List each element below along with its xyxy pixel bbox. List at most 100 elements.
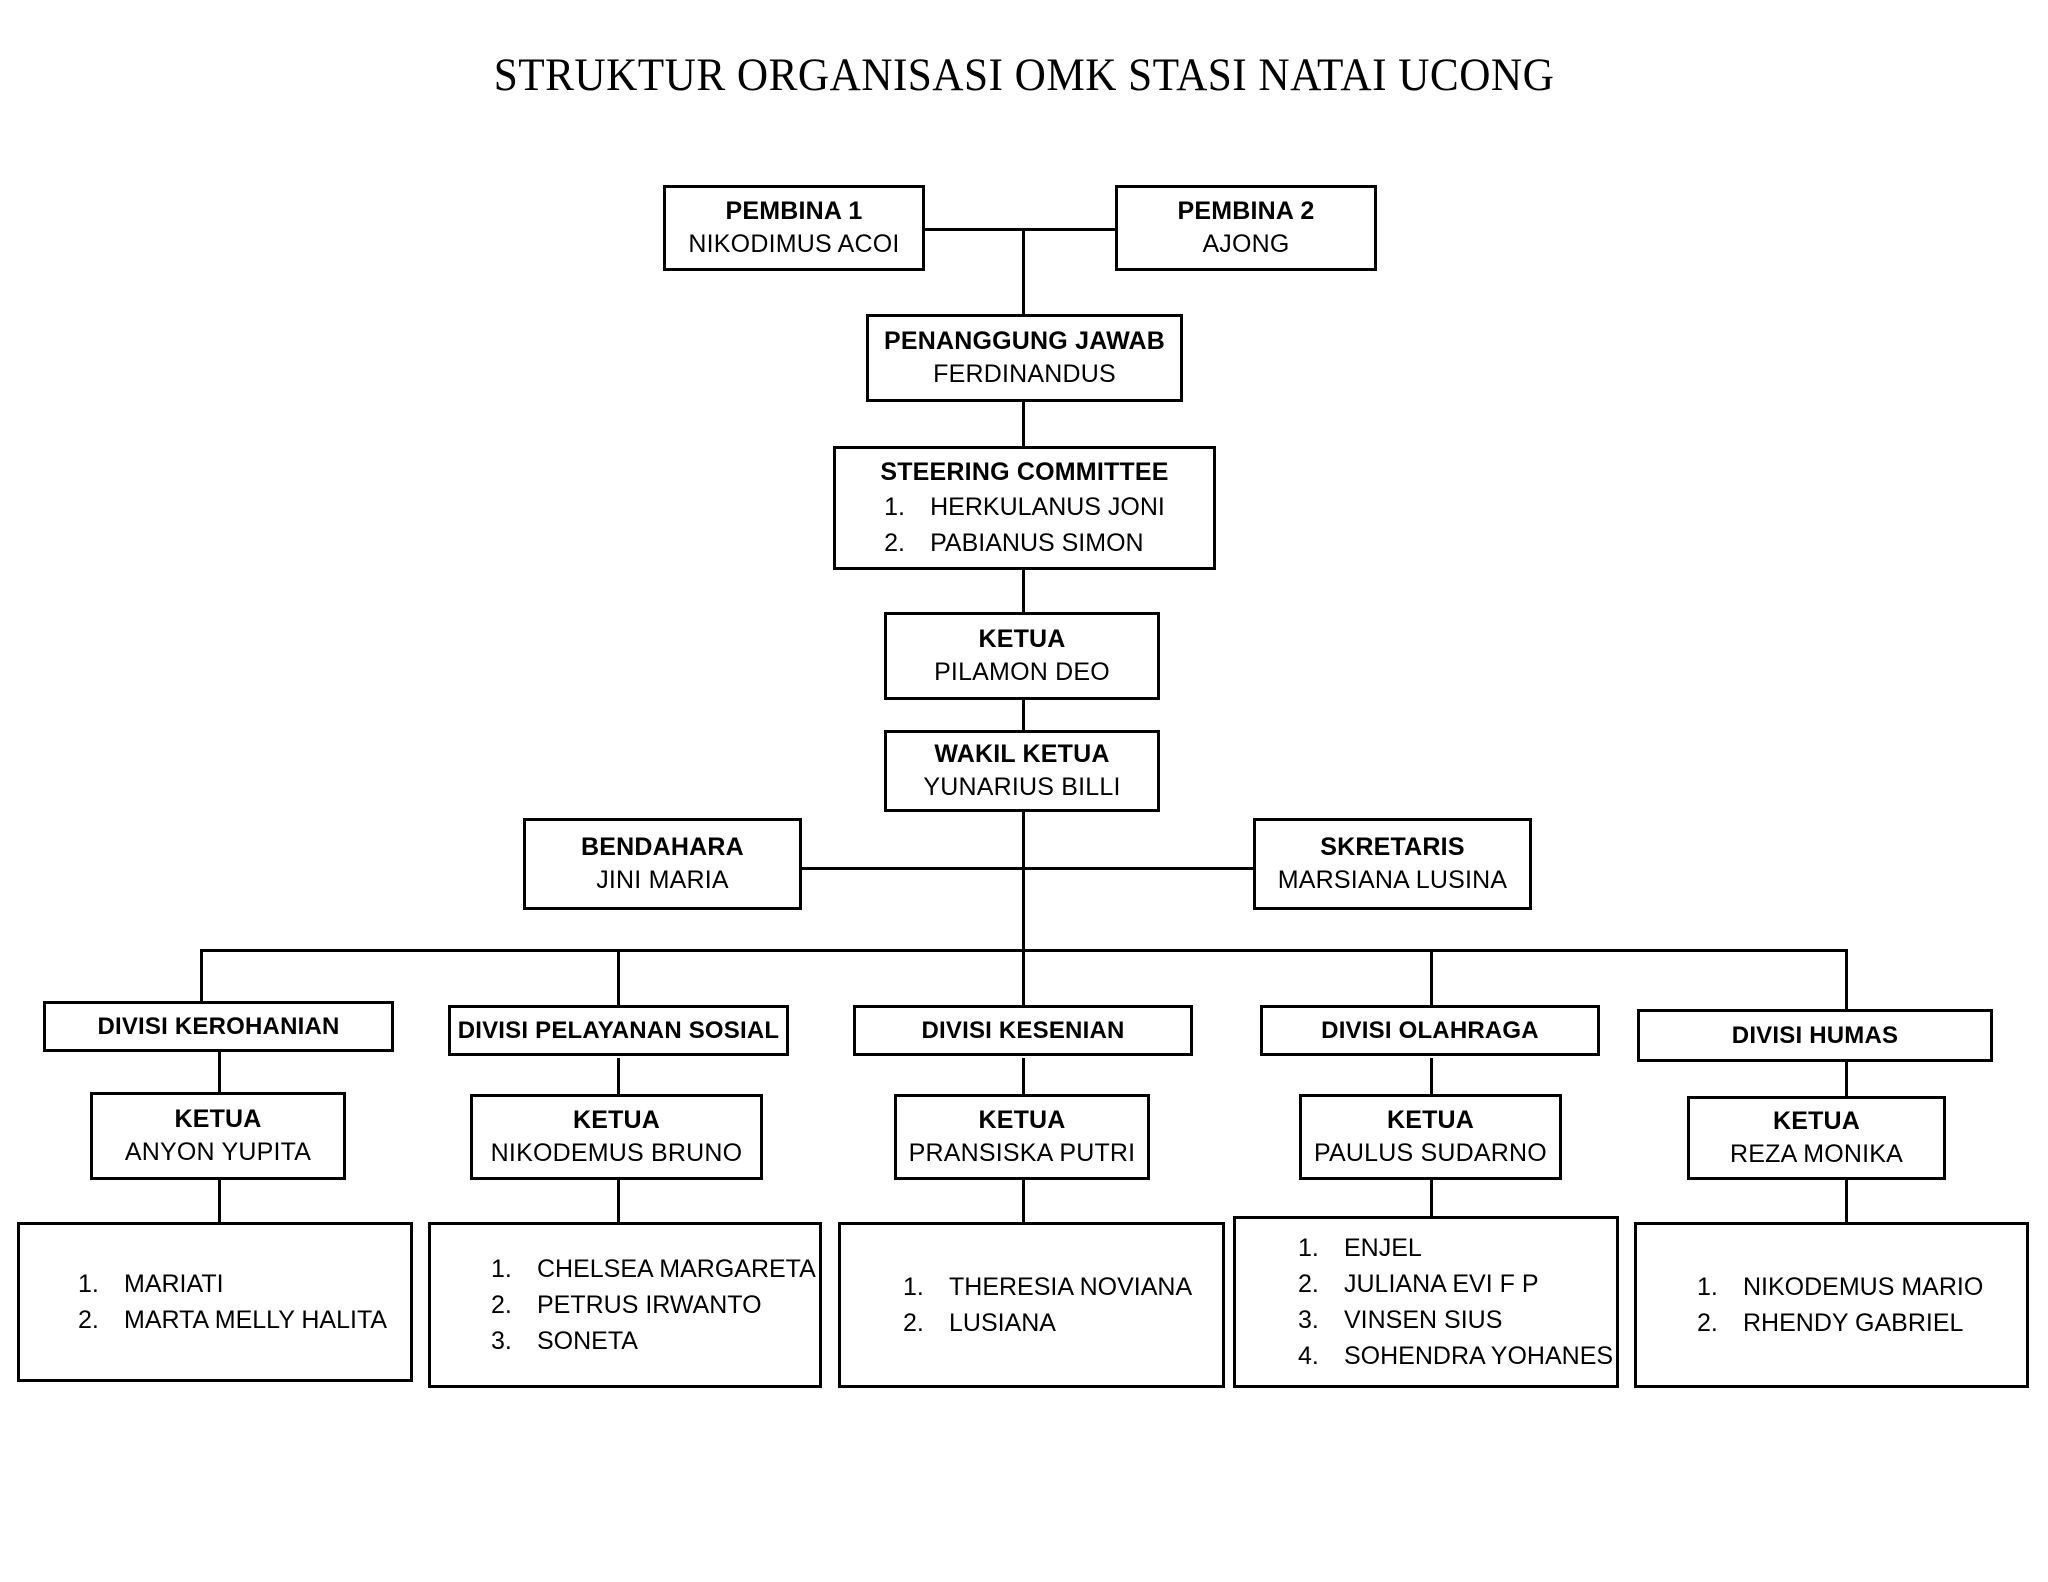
pembina-2-role: PEMBINA 2 — [1177, 197, 1315, 225]
node-pembina-1[interactable]: PEMBINA 1 NIKODIMUS ACOI — [663, 185, 925, 271]
pembina-2-name: AJONG — [1202, 230, 1290, 258]
list-item-name: PETRUS IRWANTO — [537, 1291, 762, 1319]
connector-ketua3-to-members — [1022, 1180, 1025, 1222]
list-item: 3.VINSEN SIUS — [1298, 1302, 1616, 1338]
node-ketua-olahraga[interactable]: KETUA PAULUS SUDARNO — [1299, 1094, 1562, 1180]
list-item-name: CHELSEA MARGARETA — [537, 1255, 816, 1283]
division-kerohanian-label: DIVISI KEROHANIAN — [97, 1012, 340, 1040]
bendahara-name: JINI MARIA — [596, 866, 729, 894]
division-kesenian-label: DIVISI KESENIAN — [921, 1016, 1125, 1044]
node-ketua[interactable]: KETUA PILAMON DEO — [884, 612, 1160, 700]
ketua-pelayanan-sosial-name: NIKODEMUS BRUNO — [490, 1139, 743, 1167]
connector-pembina-to-penanggung — [1022, 228, 1025, 316]
list-item: 2. PETRUS IRWANTO — [491, 1287, 819, 1323]
node-division-humas[interactable]: DIVISI HUMAS — [1637, 1009, 1993, 1062]
list-item-name: LUSIANA — [949, 1309, 1056, 1337]
page-title: STRUKTUR ORGANISASI OMK STASI NATAI UCON… — [493, 49, 1555, 101]
node-skretaris[interactable]: SKRETARIS MARSIANA LUSINA — [1253, 818, 1532, 910]
node-members-kesenian[interactable]: 1.THERESIA NOVIANA 2. LUSIANA — [838, 1222, 1225, 1388]
connector-ketua2-to-members — [617, 1180, 620, 1222]
skretaris-name: MARSIANA LUSINA — [1277, 866, 1508, 894]
list-item-number: 4. — [1298, 1342, 1319, 1370]
connector-bus-to-div-5 — [1845, 949, 1848, 1009]
list-item-number: 1. — [1697, 1273, 1718, 1301]
list-item-name: MARIATI — [124, 1270, 224, 1298]
node-pembina-2[interactable]: PEMBINA 2 AJONG — [1115, 185, 1377, 271]
members-kesenian-list: 1.THERESIA NOVIANA 2. LUSIANA — [903, 1269, 1222, 1341]
ketua-pelayanan-sosial-role: KETUA — [572, 1106, 661, 1134]
connector-div2-to-ketua — [617, 1058, 620, 1094]
ketua-kesenian-role: KETUA — [978, 1106, 1066, 1134]
list-item-name: RHENDY GABRIEL — [1743, 1309, 1964, 1337]
node-ketua-kerohanian[interactable]: KETUA ANYON YUPITA — [90, 1092, 346, 1180]
list-item-number: 2. — [1298, 1270, 1319, 1298]
penanggung-jawab-name: FERDINANDUS — [933, 360, 1116, 388]
connector-ketua4-to-members — [1430, 1180, 1433, 1216]
connector-bendahara-skretaris — [800, 867, 1255, 870]
node-ketua-humas[interactable]: KETUA REZA MONIKA — [1687, 1096, 1946, 1180]
node-members-humas[interactable]: 1. NIKODEMUS MARIO 2. RHENDY GABRIEL — [1634, 1222, 2029, 1388]
list-item: 2. RHENDY GABRIEL — [1697, 1305, 2026, 1341]
list-item-name: SONETA — [537, 1327, 638, 1355]
node-division-kerohanian[interactable]: DIVISI KEROHANIAN — [43, 1001, 394, 1052]
node-division-kesenian[interactable]: DIVISI KESENIAN — [853, 1005, 1193, 1056]
list-item-number: 3. — [491, 1327, 512, 1355]
skretaris-role: SKRETARIS — [1320, 833, 1465, 861]
connector-ketua5-to-members — [1845, 1180, 1848, 1222]
node-ketua-pelayanan-sosial[interactable]: KETUA NIKODEMUS BRUNO — [470, 1094, 763, 1180]
connector-div3-to-ketua — [1022, 1058, 1025, 1094]
members-olahraga-list: 1. ENJEL 2. JULIANA EVI F P 3.VINSEN SIUS 4. S… — [1298, 1230, 1616, 1374]
ketua-humas-role: KETUA — [1772, 1107, 1861, 1135]
list-item-number: 1. — [1298, 1234, 1319, 1262]
list-item-number: 2. — [491, 1291, 512, 1319]
list-item-number: 2. — [78, 1306, 99, 1334]
connector-ketua1-to-members — [218, 1180, 221, 1222]
list-item-name: VINSEN SIUS — [1344, 1306, 1503, 1334]
list-item-number: 1. — [78, 1270, 99, 1298]
wakil-ketua-role: WAKIL KETUA — [934, 740, 1110, 768]
list-item-number: 1. — [884, 492, 905, 521]
list-item-name: ENJEL — [1344, 1234, 1422, 1262]
list-item-name: JULIANA EVI F P — [1344, 1270, 1539, 1298]
list-item-name: MARTA MELLY HALITA — [124, 1306, 388, 1334]
list-item: 2. MARTA MELLY HALITA — [78, 1302, 410, 1338]
pembina-1-role: PEMBINA 1 — [725, 197, 863, 225]
ketua-kerohanian-role: KETUA — [174, 1105, 262, 1133]
list-item: 4. SOHENDRA YOHANES — [1298, 1338, 1616, 1374]
list-item: 1. MARIATI — [78, 1266, 410, 1302]
list-item: 1. ENJEL — [1298, 1230, 1616, 1266]
connector-bus-to-div-2 — [617, 949, 620, 1005]
node-bendahara[interactable]: BENDAHARA JINI MARIA — [523, 818, 802, 910]
connector-penanggung-to-steering — [1022, 400, 1025, 446]
list-item-name: NIKODEMUS MARIO — [1743, 1273, 1984, 1301]
connector-ketua-to-wakil — [1022, 700, 1025, 732]
node-ketua-kesenian[interactable]: KETUA PRANSISKA PUTRI — [894, 1094, 1150, 1180]
list-item: 2. LUSIANA — [903, 1305, 1222, 1341]
connector-pembina-horizontal — [920, 228, 1115, 231]
list-item-number: 1. — [903, 1273, 924, 1301]
list-item: 1.THERESIA NOVIANA — [903, 1269, 1222, 1305]
list-item: 1.HERKULANUS JONI — [884, 489, 1165, 525]
node-members-olahraga[interactable]: 1. ENJEL 2. JULIANA EVI F P 3.VINSEN SIUS 4. S… — [1233, 1216, 1619, 1388]
list-item: 1. NIKODEMUS MARIO — [1697, 1269, 2026, 1305]
connector-bus-to-div-3 — [1022, 949, 1025, 1005]
connector-bus-to-div-4 — [1430, 949, 1433, 1005]
members-humas-list: 1. NIKODEMUS MARIO 2. RHENDY GABRIEL — [1697, 1269, 2026, 1341]
connector-spine-main — [1022, 812, 1025, 952]
ketua-name: PILAMON DEO — [934, 658, 1110, 686]
node-members-kerohanian[interactable]: 1. MARIATI 2. MARTA MELLY HALITA — [17, 1222, 413, 1382]
list-item-number: 2. — [1697, 1309, 1718, 1337]
steering-committee-role: STEERING COMMITTEE — [880, 457, 1169, 486]
node-division-olahraga[interactable]: DIVISI OLAHRAGA — [1260, 1005, 1600, 1056]
node-wakil-ketua[interactable]: WAKIL KETUA YUNARIUS BILLI — [884, 730, 1160, 812]
list-item-name: SOHENDRA YOHANES — [1344, 1342, 1614, 1370]
members-kerohanian-list: 1. MARIATI 2. MARTA MELLY HALITA — [78, 1266, 410, 1338]
node-penanggung-jawab[interactable]: PENANGGUNG JAWAB FERDINANDUS — [866, 314, 1183, 402]
list-item-number: 2. — [903, 1309, 924, 1337]
node-division-pelayanan-sosial[interactable]: DIVISI PELAYANAN SOSIAL — [448, 1005, 789, 1056]
division-pelayanan-sosial-label: DIVISI PELAYANAN SOSIAL — [457, 1016, 780, 1044]
